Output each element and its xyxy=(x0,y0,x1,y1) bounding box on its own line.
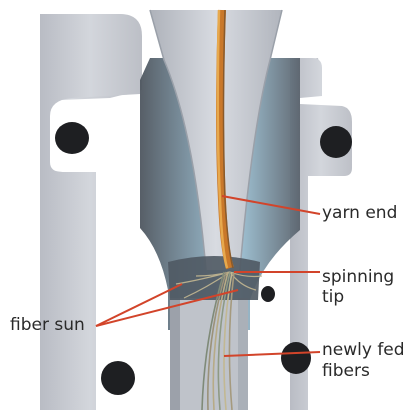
spindle-tube xyxy=(170,298,248,410)
seal-small xyxy=(261,286,275,302)
label-newly-fed-line1: newly fed xyxy=(322,341,405,360)
label-spinning-tip-line1: spinning xyxy=(322,268,394,287)
seal-left-upper xyxy=(55,122,89,154)
left-housing-shape xyxy=(40,14,140,410)
spinning-tip-zone xyxy=(168,256,260,300)
label-yarn-end: yarn end xyxy=(322,204,397,223)
seal-right-lower xyxy=(281,342,311,374)
seal-left-lower xyxy=(101,361,135,395)
seal-right-upper xyxy=(320,126,352,158)
label-fiber-sun: fiber sun xyxy=(10,316,85,335)
label-newly-fed-line2: fibers xyxy=(322,362,370,381)
label-spinning-tip-line2: tip xyxy=(322,288,344,307)
